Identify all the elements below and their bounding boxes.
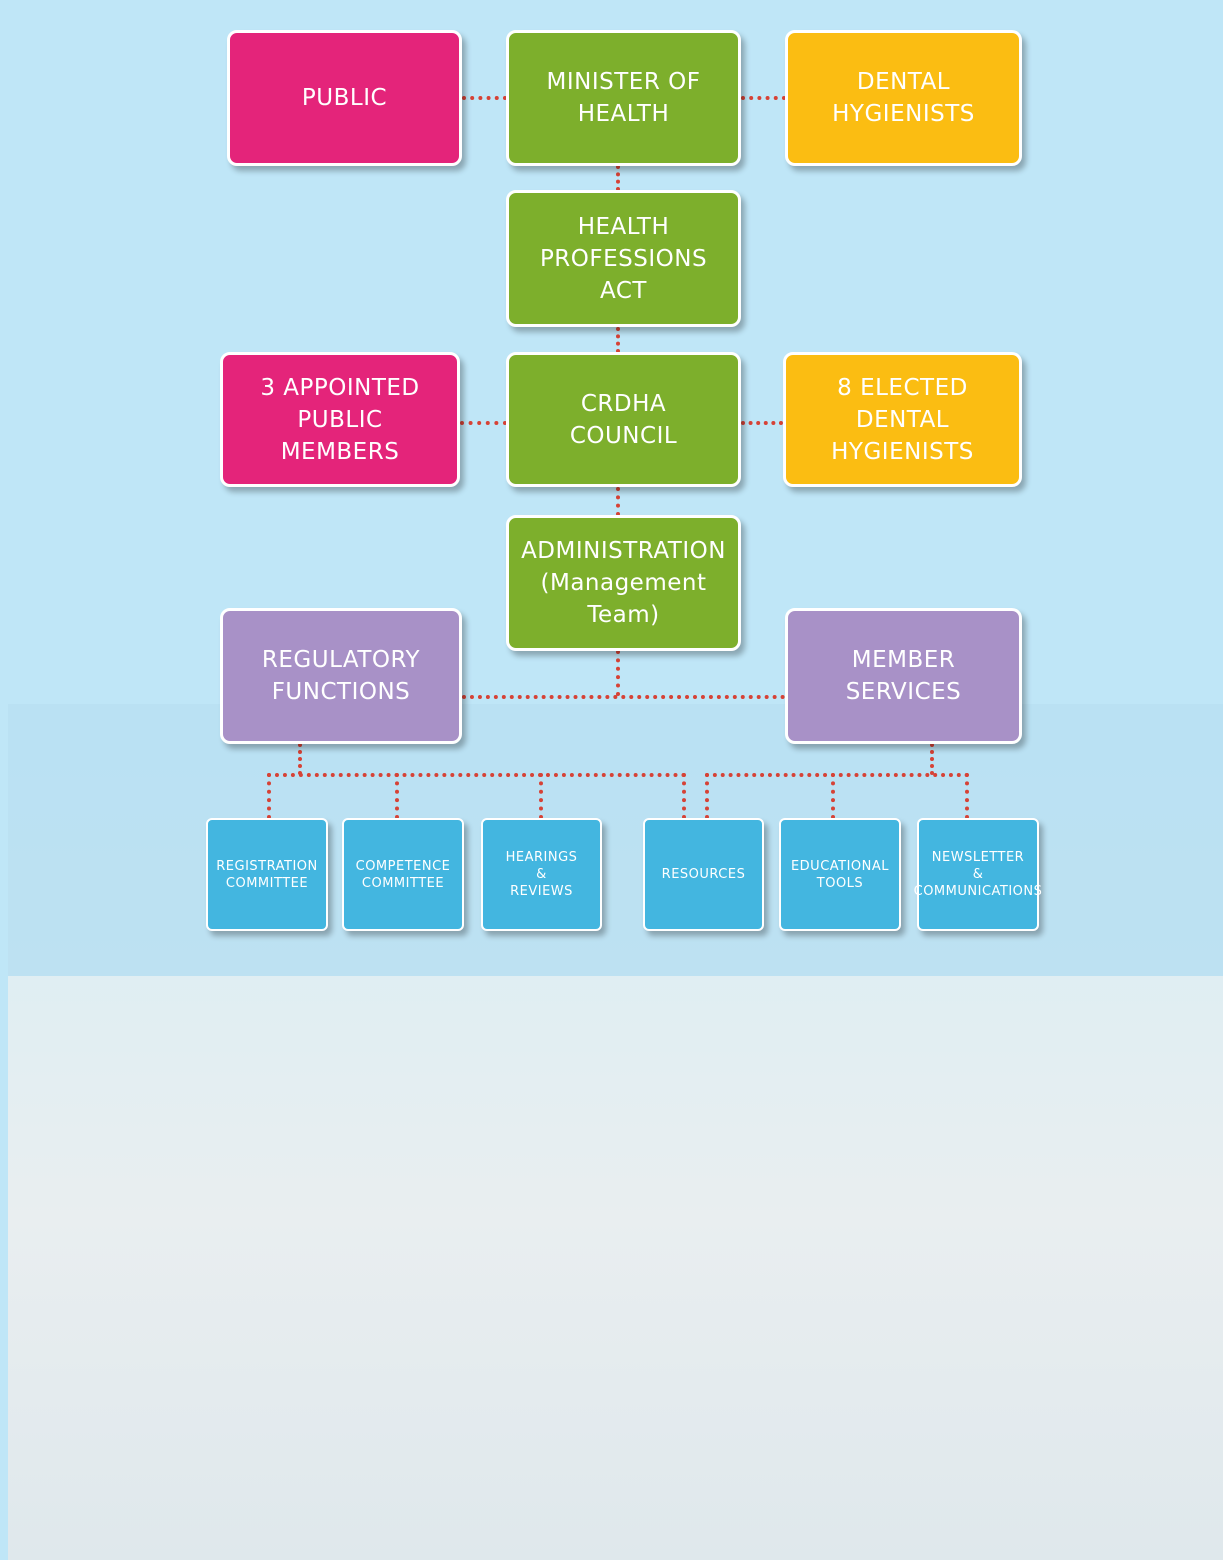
connector-to-resources — [705, 773, 709, 819]
connector-admin-split — [616, 650, 620, 696]
connector-to-newsletter — [965, 773, 969, 819]
health-professions-act-label: HEALTH PROFESSIONS ACT — [539, 213, 708, 304]
connector-minister-act — [616, 165, 620, 191]
connector-regulatory-down — [298, 743, 302, 775]
administration-box: ADMINISTRATION (Management Team) — [506, 515, 741, 651]
resources-box: RESOURCES — [643, 818, 764, 931]
connector-member-branch — [705, 773, 969, 777]
crdha-council-label: CRDHA COUNCIL — [569, 390, 678, 449]
regulatory-functions-label: REGULATORY FUNCTIONS — [261, 647, 421, 705]
connector-to-competence — [395, 773, 399, 819]
dental-hygienists-box: DENTAL HYGIENISTS — [785, 30, 1022, 166]
hearings-reviews-box: HEARINGS & REVIEWS — [481, 818, 602, 931]
connector-to-hearings — [539, 773, 543, 819]
resources-label: RESOURCES — [661, 867, 746, 882]
newsletter-communications-label: NEWSLETTER & COMMUNICATIONS — [913, 850, 1043, 899]
regulatory-functions-box: REGULATORY FUNCTIONS — [220, 608, 462, 744]
connector-council-elected — [741, 421, 783, 425]
hearings-reviews-label: HEARINGS & REVIEWS — [505, 850, 578, 899]
connector-regulatory-member — [462, 695, 785, 699]
educational-tools-box: EDUCATIONAL TOOLS — [779, 818, 901, 931]
connector-minister-hygienists — [741, 96, 786, 100]
minister-of-health-box: MINISTER OF HEALTH — [506, 30, 741, 166]
connector-council-admin — [616, 487, 620, 516]
educational-tools-label: EDUCATIONAL TOOLS — [790, 858, 890, 891]
minister-of-health-label: MINISTER OF HEALTH — [546, 69, 701, 127]
public-label: PUBLIC — [301, 85, 388, 111]
elected-dental-hygienists-label: 8 ELECTED DENTAL HYGIENISTS — [831, 374, 974, 465]
registration-committee-box: REGISTRATION COMMITTEE — [206, 818, 328, 931]
competence-committee-label: COMPETENCE COMMITTEE — [355, 858, 451, 891]
connector-act-council — [616, 327, 620, 353]
connector-regulatory-right-end — [682, 773, 686, 819]
newsletter-communications-box: NEWSLETTER & COMMUNICATIONS — [914, 818, 1042, 931]
crdha-council-box: CRDHA COUNCIL — [506, 352, 741, 487]
photo-tint-overlay — [8, 704, 1223, 976]
connector-public-minister — [462, 96, 507, 100]
connector-to-registration — [267, 773, 271, 819]
member-services-label: MEMBER SERVICES — [845, 647, 962, 705]
appointed-public-members-label: 3 APPOINTED PUBLIC MEMBERS — [260, 374, 420, 465]
dental-hygienists-label: DENTAL HYGIENISTS — [832, 69, 975, 127]
connector-member-down — [930, 743, 934, 775]
connector-regulatory-branch — [267, 773, 686, 777]
dental-hygienist-and-child-photo — [8, 704, 1223, 1560]
registration-committee-label: REGISTRATION COMMITTEE — [216, 858, 318, 891]
public-box: PUBLIC — [227, 30, 462, 166]
connector-public-members-council — [460, 421, 507, 425]
appointed-public-members-box: 3 APPOINTED PUBLIC MEMBERS — [220, 352, 460, 487]
administration-label: ADMINISTRATION (Management Team) — [521, 538, 726, 628]
competence-committee-box: COMPETENCE COMMITTEE — [342, 818, 464, 931]
connector-to-educational — [831, 773, 835, 819]
elected-dental-hygienists-box: 8 ELECTED DENTAL HYGIENISTS — [783, 352, 1022, 487]
health-professions-act-box: HEALTH PROFESSIONS ACT — [506, 190, 741, 327]
member-services-box: MEMBER SERVICES — [785, 608, 1022, 744]
